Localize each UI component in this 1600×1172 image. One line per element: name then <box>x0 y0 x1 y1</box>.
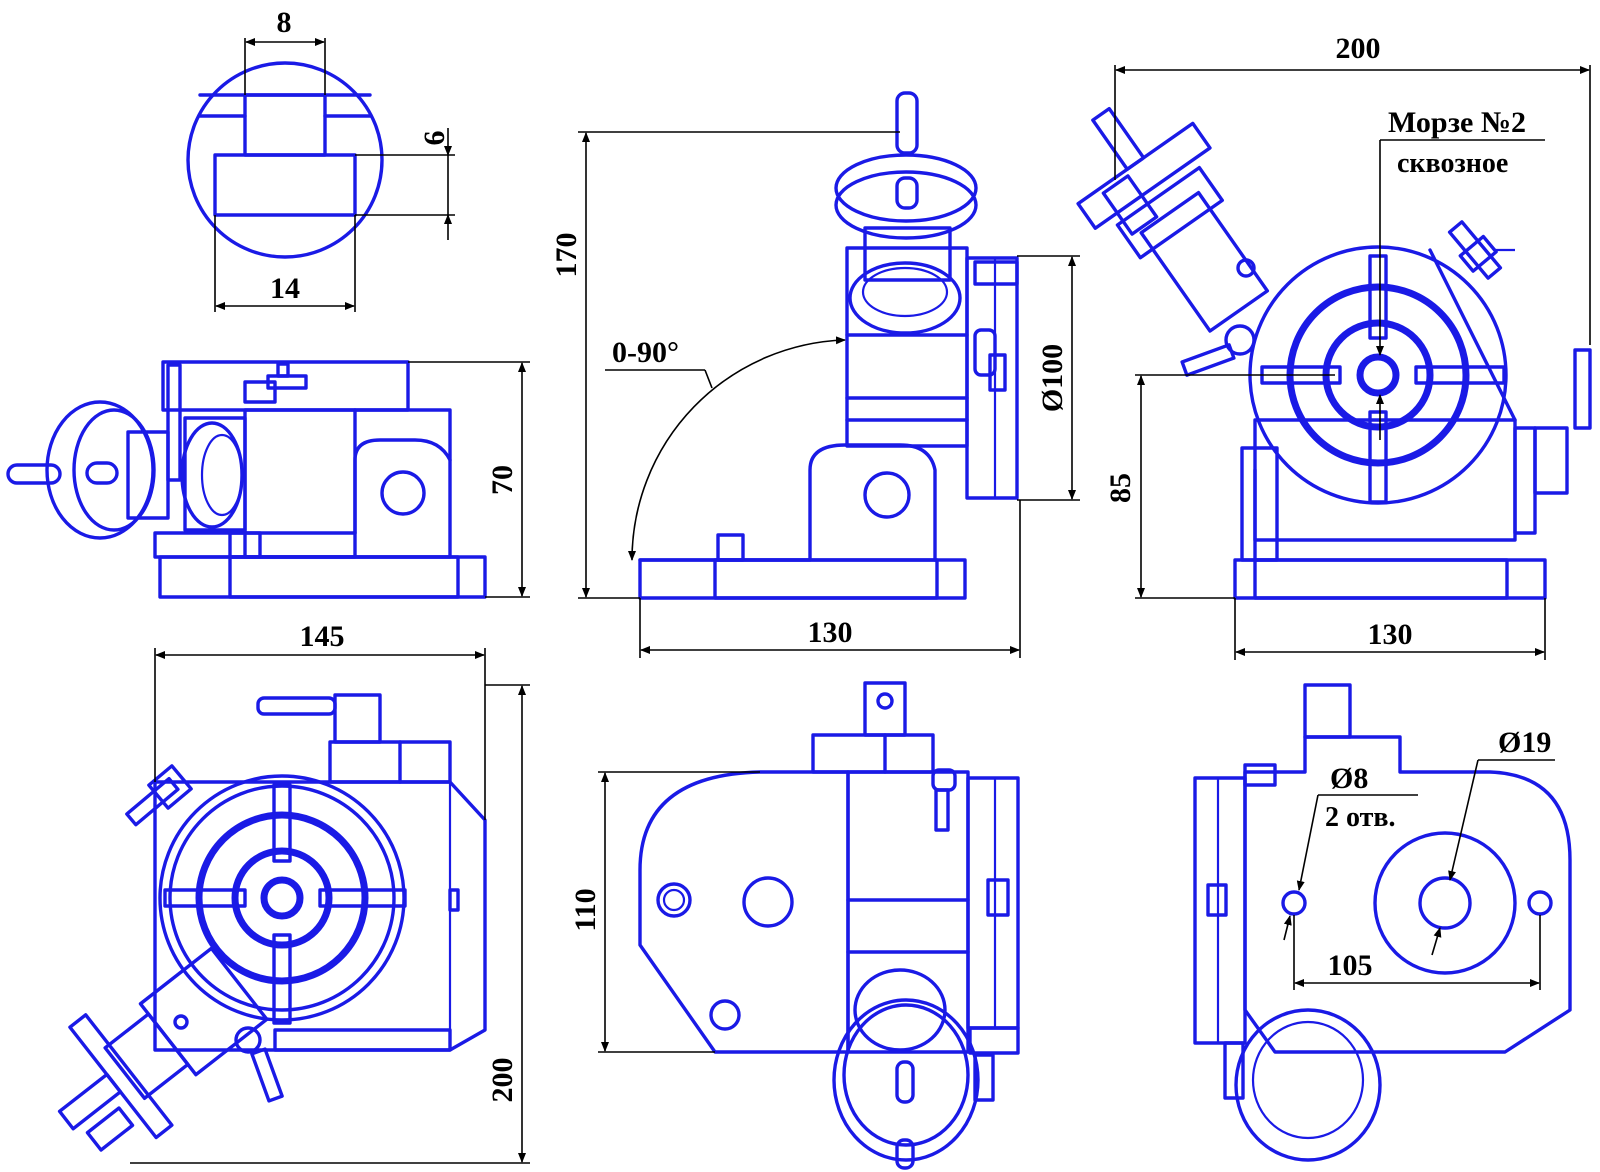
dim-label-slot-depth: 6 <box>418 131 451 146</box>
dim-label-right-total-width: 200 <box>1336 32 1381 65</box>
dim-plan-length: 200 <box>130 684 530 1164</box>
dim-right-total-width: 200 <box>1114 32 1591 345</box>
dim-slot-depth: 6 <box>355 128 455 240</box>
dim-label-table-diameter: Ø100 <box>1036 344 1069 412</box>
dim-label-center-height: 85 <box>1104 473 1137 503</box>
dim-right-base: 130 <box>1234 598 1546 660</box>
dim-label-hole-count: 2 отв. <box>1325 802 1396 833</box>
dim-morse-callout: Морзе №2 сквозное <box>1376 106 1545 440</box>
dim-slot-top: 8 <box>244 6 326 95</box>
bottom-right-view <box>1193 683 1572 1162</box>
dim-label-side-height: 70 <box>486 465 519 495</box>
bottom-middle-view <box>638 681 1020 1170</box>
dim-center-height: 85 <box>1104 374 1335 599</box>
dim-plan-width: 145 <box>154 620 486 820</box>
front-view-tilted <box>638 91 1019 600</box>
dim-table-diameter: Ø100 <box>1017 255 1080 501</box>
slot-detail-view <box>186 61 384 259</box>
dim-label-hole-diameter: Ø8 <box>1330 762 1368 795</box>
dim-tilt-angle: 0-90° <box>605 336 846 561</box>
dim-label-front-height: 170 <box>550 233 583 278</box>
dim-side-height: 70 <box>408 361 530 598</box>
dim-label-slot-top: 8 <box>277 6 292 39</box>
dim-label-front-base: 130 <box>808 616 853 649</box>
dim-bore-diameter: Ø19 <box>1431 726 1555 956</box>
dim-label-right-base: 130 <box>1368 618 1413 651</box>
dim-label-plan-width: 145 <box>300 620 345 653</box>
dim-label-slot-bottom: 14 <box>270 272 300 305</box>
dim-bottom-middle-height: 110 <box>569 771 760 1053</box>
dim-front-base: 130 <box>639 500 1021 658</box>
dim-label-tilt-angle: 0-90° <box>612 336 679 369</box>
dim-label-bottom-middle-height: 110 <box>569 888 602 931</box>
dim-label-plan-length: 200 <box>486 1058 519 1103</box>
plan-view <box>57 693 487 1152</box>
dim-label-hole-spacing: 105 <box>1328 949 1373 982</box>
dim-hole-spacing: 105 <box>1293 915 1541 990</box>
dim-label-bore-diameter: Ø19 <box>1498 726 1551 759</box>
dim-slot-bottom: 14 <box>214 215 356 312</box>
side-view-left <box>6 360 487 599</box>
dim-hole-callout: Ø8 2 отв. <box>1283 762 1418 941</box>
dim-front-height: 170 <box>550 131 900 599</box>
dim-label-morse-through: сквозное <box>1397 148 1508 179</box>
dim-label-morse-taper: Морзе №2 <box>1388 106 1526 139</box>
